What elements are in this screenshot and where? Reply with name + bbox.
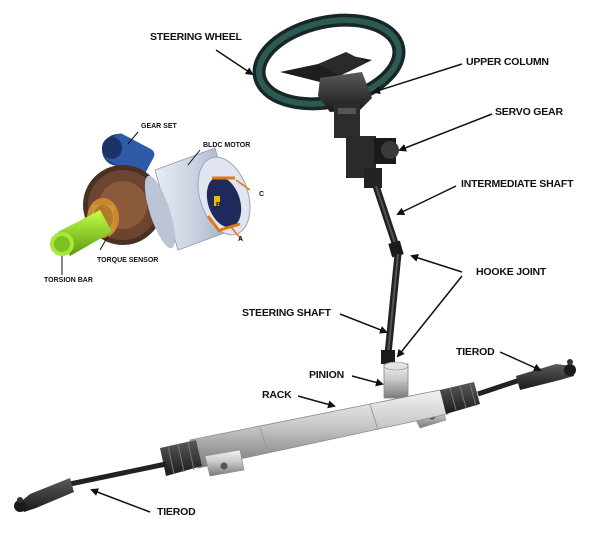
tierod-left-arrow <box>90 488 151 513</box>
upper-column-arrow <box>372 63 463 94</box>
phase-a-label: A <box>238 236 244 243</box>
bldc-motor-label: BLDC MOTOR <box>203 142 251 149</box>
tierod-right <box>477 359 576 397</box>
torque-sensor-leader <box>99 235 109 251</box>
torque-sensor-label: TORQUE SENSOR <box>97 257 159 264</box>
phase-b-label: B <box>216 202 222 209</box>
steering-shaft-label: STEERING SHAFT <box>242 307 331 319</box>
steering-shaft-arrow <box>339 313 388 334</box>
pinion-label: PINION <box>309 369 344 381</box>
steering-wheel-label: STEERING WHEEL <box>150 31 242 43</box>
bldc-motor <box>144 147 251 251</box>
hooke-joint-label: HOOKE JOINT <box>476 266 547 278</box>
steering-shaft <box>381 253 402 364</box>
bldc-motor-leader <box>187 149 201 166</box>
intermediate-shaft-label: INTERMEDIATE SHAFT <box>461 178 574 190</box>
gear-set <box>102 133 155 177</box>
tierod-left <box>14 461 167 512</box>
upper-column-label: UPPER COLUMN <box>466 56 549 68</box>
left-bellow <box>160 440 202 476</box>
right-bellow <box>440 382 480 414</box>
tierod-right-label: TIEROD <box>456 346 495 358</box>
torsion-bar-label: TORSION BAR <box>44 277 93 284</box>
eps-motor-inset <box>50 131 251 275</box>
servo-gear <box>346 136 399 188</box>
gear-set-label: GEAR SET <box>141 123 177 130</box>
tierod-left-label: TIEROD <box>157 506 196 518</box>
rack-label: RACK <box>262 389 292 401</box>
rack-housing <box>189 389 449 477</box>
tierod-right-arrow <box>499 351 542 372</box>
servo-gear-arrow <box>398 113 493 152</box>
steering-wheel-arrow <box>215 49 254 76</box>
intermediate-shaft-arrow <box>396 185 457 215</box>
gear-set-leader <box>127 131 139 145</box>
pinion-arrow <box>351 375 384 387</box>
rack-arrow <box>297 395 336 409</box>
hooke-joint-arrow-upper <box>410 254 463 273</box>
intermediate-shaft <box>372 184 404 258</box>
servo-gear-label: SERVO GEAR <box>495 106 563 118</box>
upper-column <box>318 72 372 138</box>
phase-c-label: C <box>259 191 265 198</box>
hooke-joint-arrow-lower <box>396 275 463 358</box>
torsion-bar <box>50 210 112 256</box>
